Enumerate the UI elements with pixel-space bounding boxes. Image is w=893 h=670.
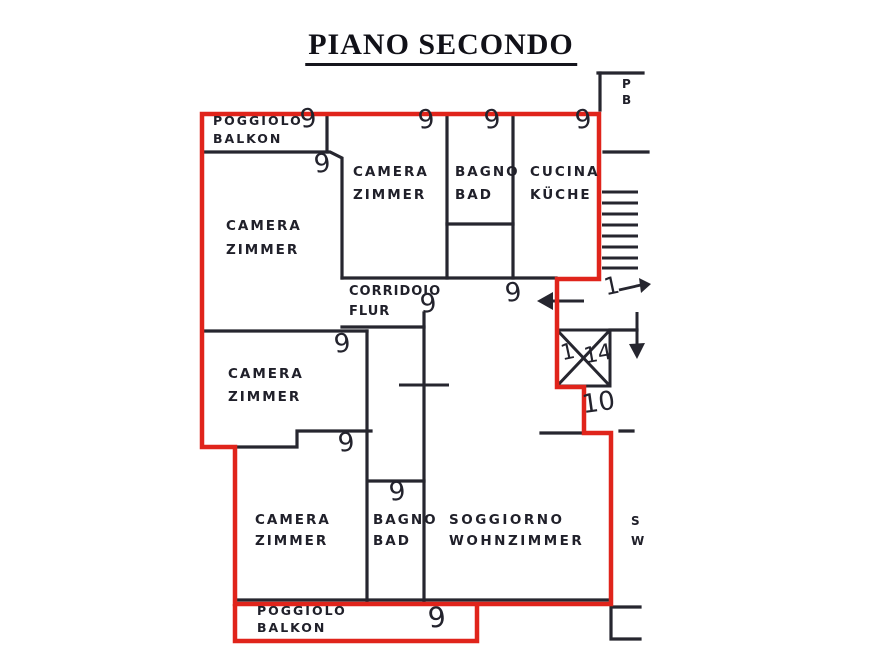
unit-number-camera-left: 9	[312, 148, 333, 180]
room-label-camera-mid: CAMERA ZIMMER	[353, 164, 429, 203]
unit-number-cucina: 9	[573, 104, 594, 136]
room-label-bagno-top: BAGNO BAD	[455, 164, 520, 203]
unit-number-balcony-top: 9	[298, 103, 319, 135]
unit-number-camera-mid: 9	[416, 104, 437, 136]
room-label-camera-bottom: CAMERA ZIMMER	[255, 512, 331, 549]
room-label-soggiorno: SOGGIORNO WOHNZIMMER	[449, 512, 585, 549]
page-title: PIANO SECONDO	[305, 28, 577, 66]
room-label-corridoio: CORRIDOIO FLUR	[349, 284, 442, 319]
unit-number-bagno-bottom: 9	[387, 476, 408, 508]
down-arrow-icon	[629, 312, 645, 359]
number-below-lift: 10	[580, 385, 618, 421]
room-label-neighbor-top: P B	[622, 77, 633, 107]
unit-number-entry: 9	[503, 277, 524, 309]
room-label-neighbor-right: S W	[631, 514, 646, 548]
room-label-camera-mid-left: CAMERA ZIMMER	[228, 366, 304, 405]
unit-number-bagno-top: 9	[482, 104, 503, 136]
room-label-cucina: CUCINA KÜCHE	[530, 164, 600, 203]
lift-number-right: 14	[581, 339, 614, 370]
stairs-hatching	[602, 190, 638, 270]
unit-number-balcony-bottom: 9	[426, 600, 448, 635]
unit-number-corridoio: 9	[418, 288, 439, 320]
unit-number-camera-midleft-2: 9	[336, 427, 357, 459]
room-label-poggiolo-bottom: POGGIOLO BALKON	[257, 603, 347, 635]
room-label-camera-left: CAMERA ZIMMER	[226, 218, 302, 258]
room-label-bagno-bottom: BAGNO BAD	[373, 512, 438, 549]
interior-walls	[200, 71, 650, 641]
room-label-poggiolo-top: POGGIOLO BALKON	[213, 113, 303, 146]
unit-number-camera-midleft: 9	[332, 328, 353, 360]
apartment-boundary	[199, 111, 614, 644]
stair-direction-arrow-icon	[618, 278, 651, 293]
entrance-arrow-icon	[537, 292, 584, 310]
